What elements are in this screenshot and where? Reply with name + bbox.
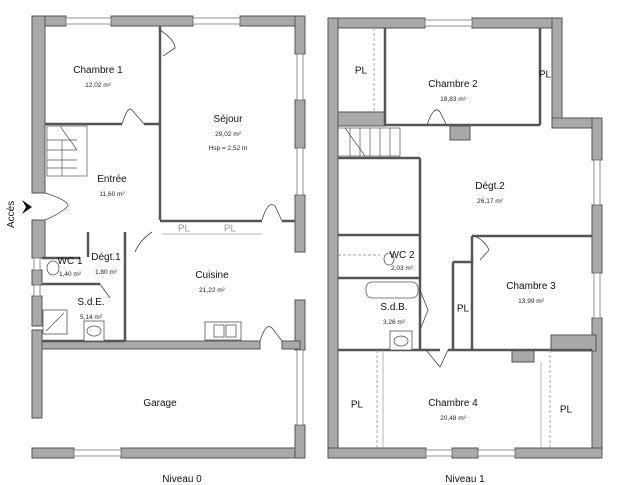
closet-label: PL xyxy=(538,69,552,81)
closet-label: PL xyxy=(354,65,368,77)
wall xyxy=(31,15,46,194)
room-chambre-2: Chambre 2 18,83 m² xyxy=(428,79,477,104)
room-name: S.d.E. xyxy=(77,297,105,308)
room-area: 1,80 m² xyxy=(94,269,118,276)
room-area: 12,02 m² xyxy=(85,82,111,89)
closet-label: PL xyxy=(223,223,237,235)
room-name: WC 1 xyxy=(57,256,83,267)
room-garage: Garage xyxy=(143,398,176,410)
room-chambre-1: Chambre 1 12,02 m² xyxy=(73,65,122,90)
room-height: Hsp = 2,52 m xyxy=(208,145,248,152)
room-name: Chambre 4 xyxy=(428,398,478,409)
closet-label: PL xyxy=(177,223,191,235)
room-area: 11,60 m² xyxy=(99,191,125,198)
room-chambre-3: Chambre 3 13,99 m² xyxy=(506,281,555,306)
toilet-icon xyxy=(383,252,395,266)
room-chambre-4: Chambre 4 20,48 m² xyxy=(428,398,477,423)
room-wc-1: WC 1 1,40 m² xyxy=(58,256,83,279)
room-sejour: Séjour 29,02 m² Hsp = 2,52 m xyxy=(209,114,248,153)
room-sde: S.d.E. 5,14 m² xyxy=(77,297,104,322)
room-name: Séjour xyxy=(213,114,243,125)
entrance-label: Accès xyxy=(6,200,17,228)
closet-label: PL xyxy=(456,303,470,315)
room-name: Dégt.1 xyxy=(91,252,121,263)
room-name: Chambre 3 xyxy=(506,281,556,292)
room-degt-1: Dégt.1 1,80 m² xyxy=(91,252,120,277)
closet-label: PL xyxy=(559,404,573,416)
room-name: Entrée xyxy=(97,174,127,185)
room-name: S.d.B. xyxy=(380,302,408,313)
room-name: Garage xyxy=(143,398,177,409)
room-name: Chambre 1 xyxy=(73,65,123,76)
room-area: 3,26 m² xyxy=(382,319,406,326)
room-area: 26,17 m² xyxy=(477,198,503,205)
room-name: Cuisine xyxy=(195,270,229,281)
room-cuisine: Cuisine 21,22 m² xyxy=(195,270,228,295)
room-area: 21,22 m² xyxy=(199,287,225,294)
arrow-right-icon xyxy=(22,200,32,214)
room-degt-2: Dégt.2 26,17 m² xyxy=(475,181,504,206)
room-area: 1,40 m² xyxy=(58,271,82,278)
toilet-icon xyxy=(46,260,60,276)
room-sdb: S.d.B. 3,26 m² xyxy=(380,302,407,327)
room-area: 13,99 m² xyxy=(518,298,544,305)
room-area: 2,03 m² xyxy=(390,265,414,272)
room-entree: Entrée 11,60 m² xyxy=(97,174,126,199)
room-name: Dégt.2 xyxy=(475,181,505,192)
room-area: 18,83 m² xyxy=(440,96,466,103)
closet-label: PL xyxy=(350,399,364,411)
room-name: Chambre 2 xyxy=(428,79,478,90)
bathtub-icon xyxy=(365,281,419,299)
room-wc-2: WC 2 2,03 m² xyxy=(390,250,415,273)
room-area: 29,02 m² xyxy=(215,131,241,138)
room-name: WC 2 xyxy=(389,250,415,261)
room-area: 5,14 m² xyxy=(79,314,103,321)
room-area: 20,48 m² xyxy=(440,415,466,422)
